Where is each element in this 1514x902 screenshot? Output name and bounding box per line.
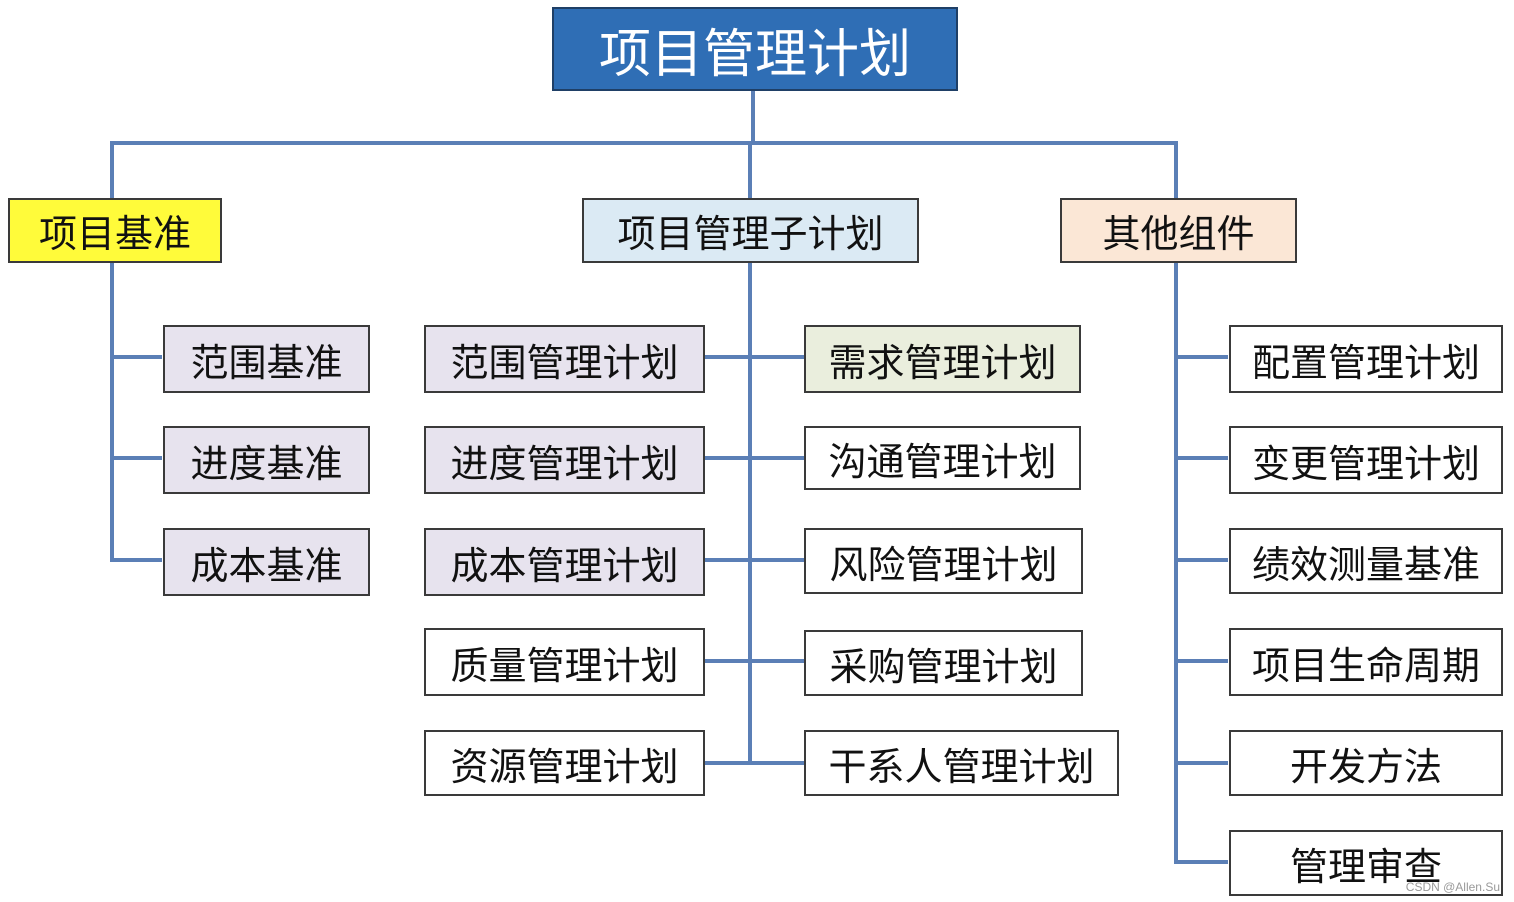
other-configuration: 配置管理计划 [1229, 325, 1503, 393]
subplan-cost: 成本管理计划 [424, 528, 705, 596]
other-change: 变更管理计划 [1229, 426, 1503, 494]
subplan-resource: 资源管理计划 [424, 730, 705, 796]
subplan-risk: 风险管理计划 [804, 528, 1083, 594]
other-management-review: 管理审查 [1229, 830, 1503, 896]
connector-baseline-trunk [110, 262, 162, 562]
baseline-header: 项目基准 [8, 198, 222, 263]
subplan-stakeholder: 干系人管理计划 [804, 730, 1119, 796]
subplan-scope: 范围管理计划 [424, 325, 705, 393]
subplan-quality: 质量管理计划 [424, 628, 705, 696]
other-life-cycle: 项目生命周期 [1229, 628, 1503, 696]
other-components-header: 其他组件 [1060, 198, 1297, 263]
subplans-header: 项目管理子计划 [582, 198, 919, 263]
watermark: CSDN @Allen.Su [1405, 880, 1500, 894]
subplan-requirements: 需求管理计划 [804, 325, 1081, 393]
subplan-procurement: 采购管理计划 [804, 630, 1083, 696]
baseline-item-scope: 范围基准 [163, 325, 370, 393]
root-node: 项目管理计划 [552, 7, 958, 91]
baseline-item-cost: 成本基准 [163, 528, 370, 596]
subplan-schedule: 进度管理计划 [424, 426, 705, 494]
subplan-communications: 沟通管理计划 [804, 426, 1081, 490]
baseline-item-schedule: 进度基准 [163, 426, 370, 494]
connector-other-trunk [1174, 262, 1228, 864]
connector-bus [110, 141, 1178, 198]
other-development-approach: 开发方法 [1229, 730, 1503, 796]
other-performance-baseline: 绩效测量基准 [1229, 528, 1503, 594]
